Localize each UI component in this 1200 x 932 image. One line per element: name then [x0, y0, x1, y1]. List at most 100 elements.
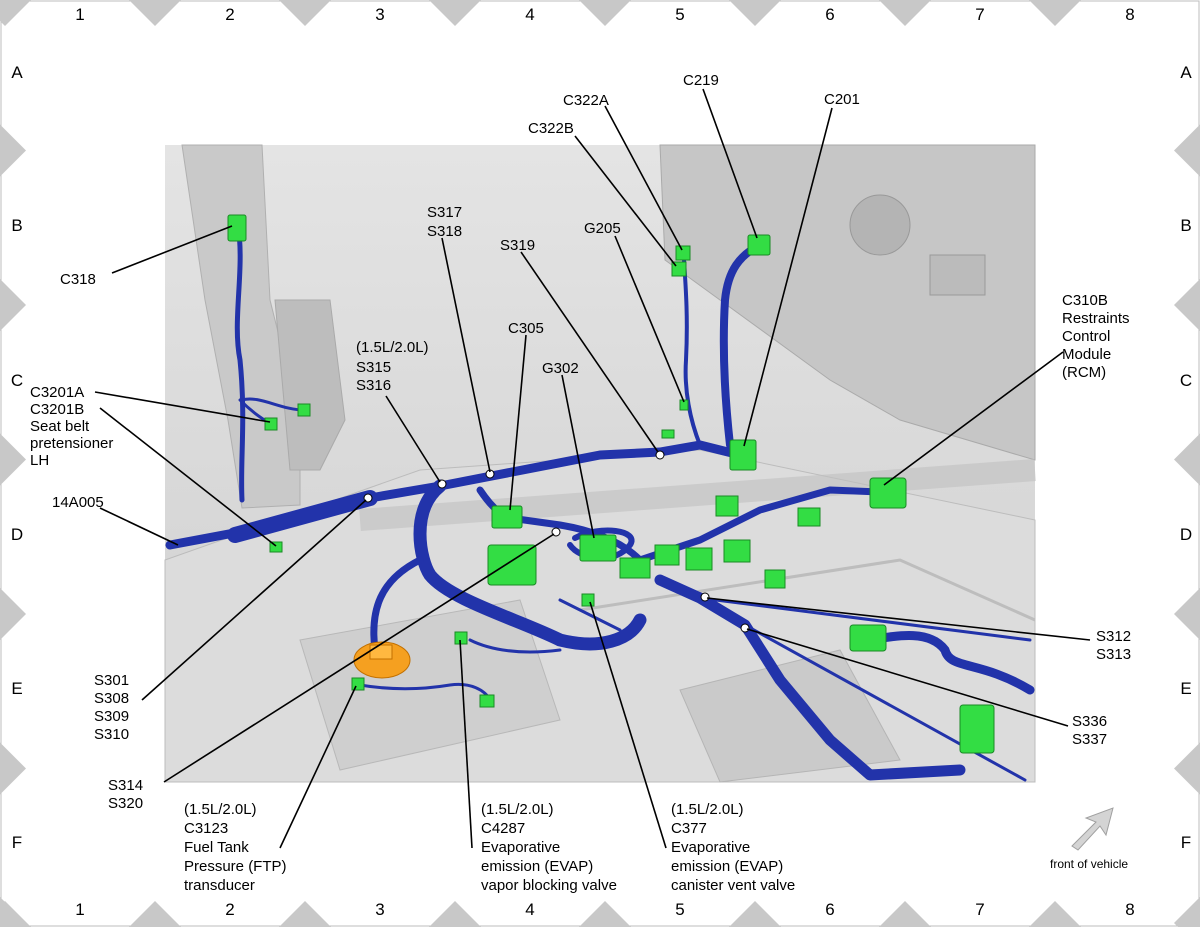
connector-c3201a — [264, 417, 278, 431]
harness-thin-run — [698, 596, 1032, 642]
label-seatbelt-2: pretensioner — [30, 435, 113, 452]
label-c3201a: C3201A — [30, 384, 84, 401]
column-label-top-8: 8 — [1125, 5, 1134, 24]
label-c4287-desc3: vapor blocking valve — [481, 877, 617, 894]
connector-c310b — [869, 477, 907, 509]
leader-c322a — [604, 105, 683, 251]
label-s315-variant: (1.5L/2.0L) — [356, 339, 429, 356]
harness-center-branch — [476, 486, 644, 564]
border-diamond-left — [0, 742, 26, 795]
border-diamond-top — [579, 0, 631, 26]
leader-c318 — [111, 225, 233, 274]
label-s337: S337 — [1072, 731, 1107, 748]
label-14a005: 14A005 — [52, 494, 104, 511]
splice-s336 — [740, 623, 750, 633]
border-diamond-bottom — [279, 901, 331, 932]
connector-c201 — [729, 439, 757, 471]
label-c3201b: C3201B — [30, 401, 84, 418]
connector-cluster-1 — [619, 557, 651, 579]
front-indicator: front of vehicle — [1050, 807, 1128, 871]
label-c310b-3: Control — [1062, 328, 1110, 345]
column-label-bottom-3: 3 — [375, 900, 384, 919]
rocker-sill — [359, 459, 1036, 531]
leader-s319 — [520, 251, 659, 453]
harness-c4287-branch — [468, 638, 562, 654]
leader-14a005 — [99, 507, 179, 546]
label-c310b-2: Restraints — [1062, 310, 1130, 327]
label-c377-desc2: emission (EVAP) — [671, 858, 783, 875]
label-c4287-desc1: Evaporative — [481, 839, 560, 856]
harness-fuel-branch — [370, 556, 424, 654]
border-diamond-top — [0, 0, 31, 26]
label-seatbelt-1: Seat belt — [30, 418, 90, 435]
column-label-top-6: 6 — [825, 5, 834, 24]
label-c377-desc3: canister vent valve — [671, 877, 795, 894]
row-label-right-F: F — [1181, 833, 1191, 852]
harness-pillar-branch — [234, 222, 246, 503]
label-c4287-variant: (1.5L/2.0L) — [481, 801, 554, 818]
connector-floor-small — [479, 694, 495, 708]
border-diamond-bottom — [729, 901, 781, 932]
connector-g302 — [579, 534, 617, 562]
label-s318: S318 — [427, 223, 462, 240]
label-s316: S316 — [356, 377, 391, 394]
leader-c305 — [509, 334, 527, 511]
leader-c3123 — [279, 685, 357, 849]
pillar-inner — [274, 299, 346, 471]
splice-s319 — [655, 450, 665, 460]
column-label-bottom-8: 8 — [1125, 900, 1134, 919]
connector-small-top — [661, 429, 675, 439]
label-c305: C305 — [508, 320, 544, 337]
harness-c219-branch — [719, 241, 764, 449]
label-s314: S314 — [108, 777, 143, 794]
border-diamond-right — [1174, 433, 1200, 486]
column-label-bottom-6: 6 — [825, 900, 834, 919]
fuel-module-top — [369, 644, 393, 660]
border-diamond-bottom — [1029, 901, 1081, 932]
row-label-left-B: B — [11, 216, 22, 235]
label-c377-variant: (1.5L/2.0L) — [671, 801, 744, 818]
harness-c322-branch — [682, 258, 702, 447]
leader-s314 — [163, 533, 555, 783]
leader-c219 — [702, 88, 758, 239]
column-label-bottom-4: 4 — [525, 900, 534, 919]
leader-c322b — [574, 135, 677, 267]
border-diamond-bottom — [429, 901, 481, 932]
connector-c219 — [747, 234, 771, 256]
connector-c3123 — [351, 677, 365, 691]
border-diamond-top — [429, 0, 481, 26]
border-diamond-right — [1174, 742, 1200, 795]
leader-c201 — [743, 107, 833, 447]
border-diamond-right — [1174, 588, 1200, 640]
border-diamond-bottom — [879, 901, 931, 932]
label-g205: G205 — [584, 220, 621, 237]
label-s313: S313 — [1096, 646, 1131, 663]
leader-lines — [94, 88, 1091, 849]
label-s315: S315 — [356, 359, 391, 376]
label-c4287: C4287 — [481, 820, 525, 837]
front-arrow-icon — [1071, 807, 1114, 851]
border-diamond-bottom — [129, 901, 181, 932]
border-diamond-top — [1029, 0, 1081, 26]
label-seatbelt-3: LH — [30, 452, 49, 469]
border-diamond-top — [729, 0, 781, 26]
connector-c305 — [491, 505, 523, 529]
connector-seatbelt — [269, 541, 283, 553]
label-s301: S301 — [94, 672, 129, 689]
floor-recess — [299, 599, 561, 771]
border-diamond-left — [0, 897, 26, 932]
connector-c318 — [227, 214, 247, 242]
label-s317: S317 — [427, 204, 462, 221]
connectors — [227, 214, 995, 754]
label-s308: S308 — [94, 690, 129, 707]
harness-thin-run-2 — [743, 623, 1027, 782]
column-label-bottom-7: 7 — [975, 900, 984, 919]
harness-floor-loop — [413, 479, 647, 651]
border-diamond-right — [1174, 897, 1200, 932]
row-label-right-B: B — [1180, 216, 1191, 235]
border-diamond-bottom — [579, 901, 631, 932]
leader-c4287 — [459, 639, 473, 849]
